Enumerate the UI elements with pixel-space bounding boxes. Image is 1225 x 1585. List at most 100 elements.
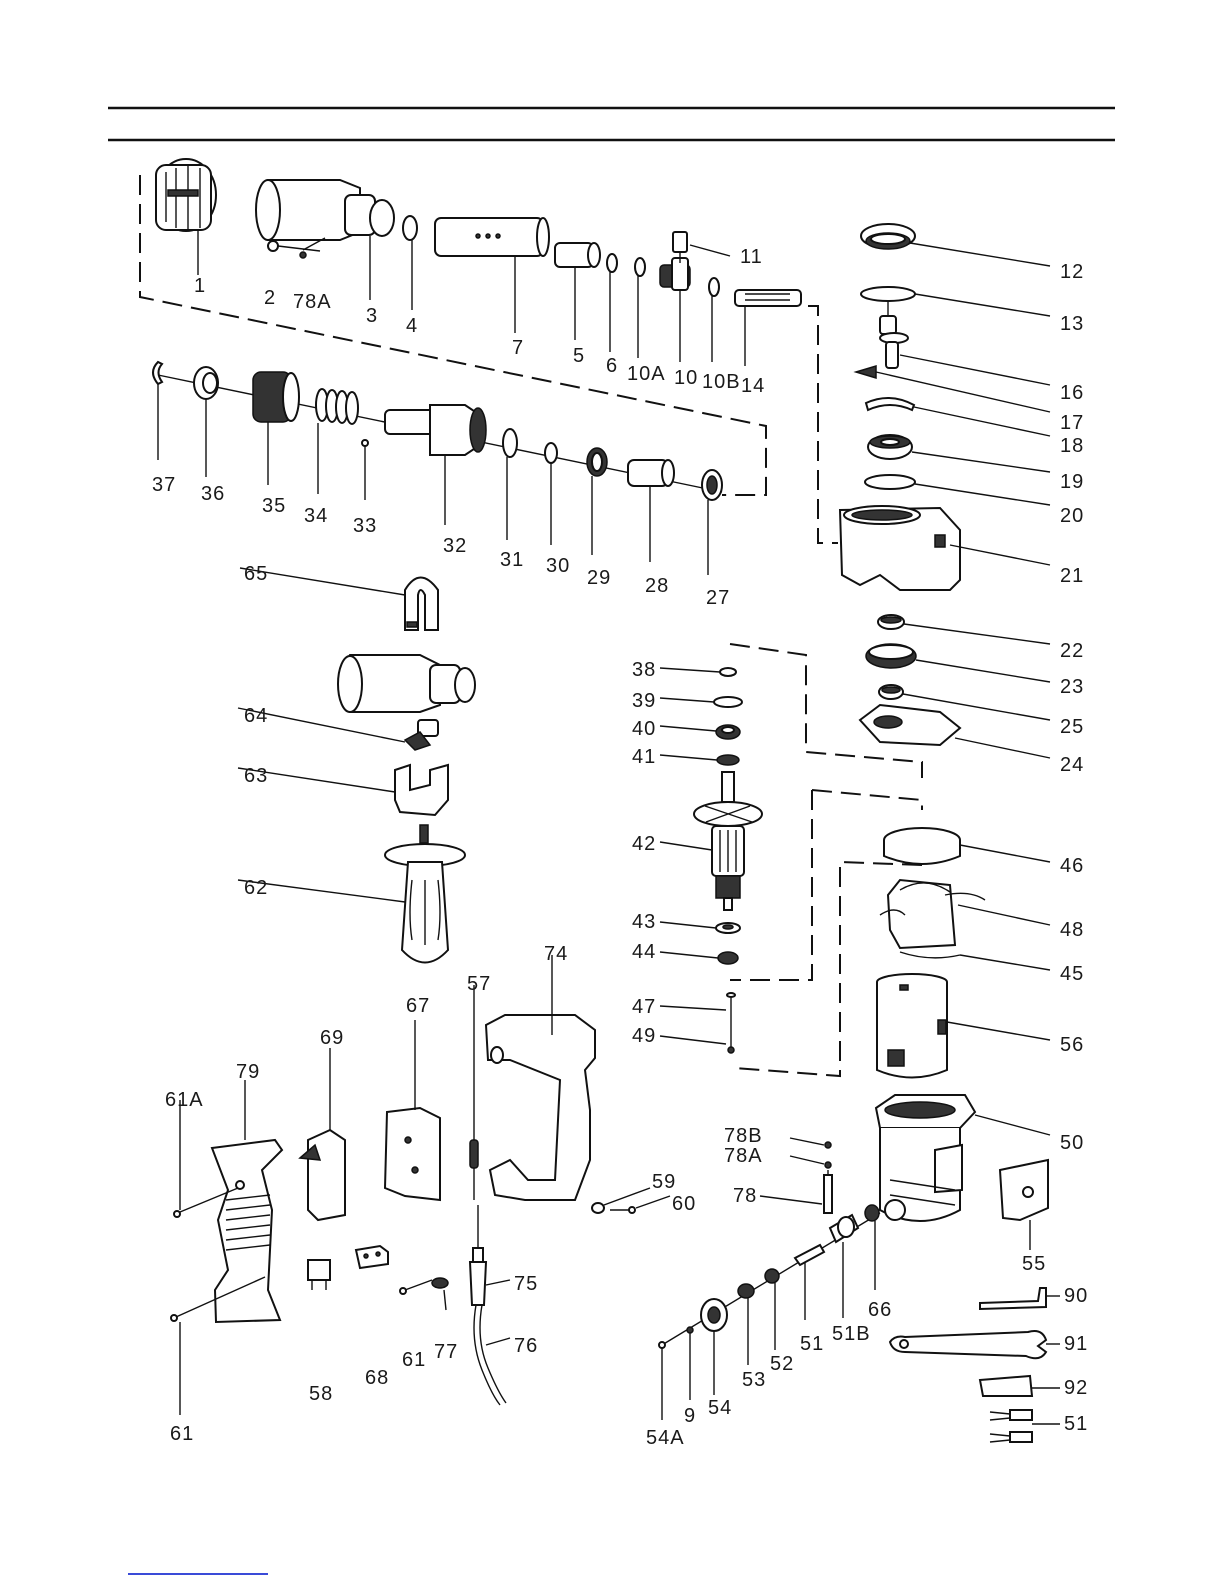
label-49: 49: [632, 1025, 656, 1047]
label-23: 23: [1060, 676, 1084, 698]
footer-link-underline[interactable]: [128, 1573, 268, 1575]
label-29: 29: [587, 567, 611, 589]
label-59: 59: [652, 1171, 676, 1193]
part-36-washer: [194, 367, 218, 477]
part-78a-washer: [790, 1156, 831, 1168]
part-68-terminal: [356, 1246, 388, 1268]
part-42-armature: [660, 772, 762, 910]
label-17: 17: [1060, 412, 1084, 434]
part-24-bearing-plate: [860, 705, 1050, 758]
label-48: 48: [1060, 919, 1084, 941]
part-56-motor-housing: [877, 974, 1050, 1078]
part-23-gear: [866, 644, 1050, 682]
label-61a: 61A: [165, 1089, 204, 1111]
label-58: 58: [309, 1383, 333, 1405]
label-54: 54: [708, 1397, 732, 1419]
label-56: 56: [1060, 1034, 1084, 1056]
label-46: 46: [1060, 855, 1084, 877]
label-60: 60: [672, 1193, 696, 1215]
label-11: 11: [740, 246, 763, 268]
part-44-bearing: [660, 952, 738, 964]
part-57-capacitor-lead: [470, 985, 478, 1200]
label-39: 39: [632, 690, 656, 712]
part-30-o-ring: [545, 443, 557, 463]
label-75: 75: [514, 1273, 538, 1295]
label-35: 35: [262, 495, 286, 517]
part-78-bolt: [760, 1170, 832, 1213]
part-52-nut: [765, 1269, 779, 1350]
label-62: 62: [244, 877, 268, 899]
label-57: 57: [467, 973, 491, 995]
part-18-circlip: [866, 398, 1050, 436]
label-4: 4: [406, 315, 418, 337]
part-74-handle-housing: [486, 955, 595, 1200]
part-92-grease-tube: [980, 1376, 1060, 1396]
part-49-washer: [660, 1036, 734, 1053]
label-13: 13: [1060, 313, 1084, 335]
part-69-switch: [300, 1048, 345, 1220]
label-10a: 10A: [627, 363, 666, 385]
label-28: 28: [645, 575, 669, 597]
part-34-spring: [316, 389, 358, 494]
part-39-o-ring: [660, 697, 742, 707]
label-78a-top: 78A: [293, 291, 332, 313]
part-38-washer: [660, 668, 736, 676]
part-65-collar-assembly: [338, 655, 475, 712]
part-77-cord-clamp: [432, 1278, 448, 1310]
part-10b-o-ring: [709, 278, 719, 296]
label-52: 52: [770, 1353, 794, 1375]
label-65: 65: [244, 563, 268, 585]
label-37: 37: [152, 474, 176, 496]
label-47: 47: [632, 996, 656, 1018]
label-69: 69: [320, 1027, 344, 1049]
label-14: 14: [741, 375, 765, 397]
part-90-hex-key: [980, 1288, 1060, 1309]
part-60-screw: [610, 1196, 670, 1213]
label-31: 31: [500, 549, 524, 571]
part-27-seal-ring: [702, 470, 722, 575]
part-22-bearing: [878, 615, 1050, 644]
label-5: 5: [573, 345, 585, 367]
part-10-striker: [660, 258, 690, 362]
part-43-fan-baffle: [660, 922, 740, 933]
label-78a-mid: 78A: [724, 1145, 763, 1167]
part-16-crank-shaft: [880, 302, 1050, 385]
label-27: 27: [706, 587, 730, 609]
part-66-washer: [865, 1205, 879, 1290]
label-64: 64: [244, 705, 268, 727]
part-48-field-coil: [880, 880, 1050, 948]
part-51-brush-right: [990, 1410, 1060, 1442]
part-65-strap: [240, 568, 438, 630]
label-67: 67: [406, 995, 430, 1017]
part-54-cover-plate: [701, 1299, 727, 1395]
part-51-screw-mid: [795, 1245, 824, 1320]
label-91: 91: [1064, 1333, 1088, 1355]
part-59-nut: [592, 1188, 650, 1213]
part-35-locking-sleeve: [253, 372, 299, 485]
part-61-screw-mid: [400, 1280, 432, 1294]
label-51-mid: 51: [800, 1333, 824, 1355]
label-1: 1: [194, 275, 206, 297]
label-18: 18: [1060, 435, 1084, 457]
part-5-piston: [555, 243, 600, 340]
label-7: 7: [512, 337, 524, 359]
part-7-cylinder: [435, 218, 549, 333]
part-40-bearing: [660, 725, 740, 739]
label-36: 36: [201, 483, 225, 505]
label-41: 41: [632, 746, 656, 768]
part-91-spanner: [890, 1331, 1060, 1358]
label-90: 90: [1064, 1285, 1088, 1307]
label-30: 30: [546, 555, 570, 577]
part-53-washer: [738, 1284, 754, 1365]
label-34: 34: [304, 505, 328, 527]
label-43: 43: [632, 911, 656, 933]
part-55-handle-bracket: [1000, 1160, 1048, 1250]
label-22: 22: [1060, 640, 1084, 662]
part-33-ball: [362, 440, 368, 500]
label-6: 6: [606, 355, 618, 377]
part-58-capacitor: [308, 1260, 330, 1290]
part-12-cap: [861, 224, 1050, 266]
part-47-screw: [660, 993, 735, 1050]
part-78b-washer: [790, 1138, 831, 1148]
